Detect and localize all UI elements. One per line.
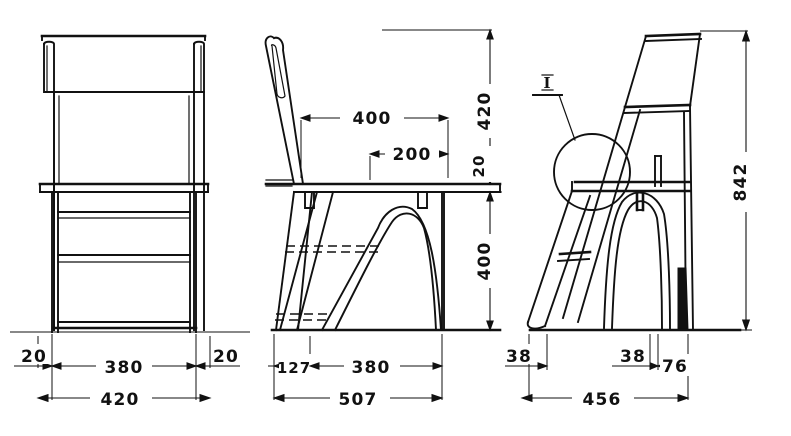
- front-left-post-slot: [43, 43, 55, 93]
- side-dim-20t-bg: [474, 146, 494, 182]
- folded-dim-842-bg: [733, 152, 759, 212]
- side-dim-400-bg: [340, 104, 404, 129]
- side-dim-400-depth-label: 400: [352, 109, 391, 129]
- side-rear-leg-left: [274, 190, 296, 332]
- side-arrow-400-left: [299, 114, 311, 122]
- detail-leader-line: [532, 94, 576, 141]
- folded-arrow-842-bottom: [741, 319, 751, 332]
- side-backrest-back-edge: [272, 36, 305, 186]
- side-arrow-200-left: [368, 150, 380, 158]
- folded-view-dimensions: 38 38 76 456: [505, 29, 759, 410]
- folded-back-left-edge: [623, 34, 648, 109]
- folded-dim-76-label: 76: [662, 357, 688, 377]
- folded-diag-leg-outer: [526, 189, 574, 324]
- front-view: [10, 34, 250, 333]
- side-front-leg-arch-inner: [333, 212, 437, 332]
- side-arrow-380b-right: [432, 362, 444, 370]
- folded-arrow-842-top: [741, 29, 751, 42]
- folded-back-bottom-rail2: [623, 110, 691, 114]
- folded-arrow-456-right: [677, 393, 690, 403]
- folded-foot-glide: [677, 267, 689, 331]
- side-dim-200-bg: [385, 141, 439, 165]
- side-dim-420v-bg: [478, 84, 502, 138]
- side-arrow-420v-top: [486, 28, 494, 40]
- folded-front-leg-arch-outer: [603, 191, 671, 329]
- folded-dim-38b-bg: [618, 344, 648, 364]
- folded-dim-38-mid-label: 38: [620, 347, 646, 367]
- folded-dim-76-bg: [660, 354, 690, 376]
- side-arrow-507-right: [431, 393, 444, 403]
- front-view-dimensions: 380 20 20 420: [14, 334, 241, 410]
- side-bracket-right: [417, 191, 428, 209]
- side-dim-20-thickness-label: 20: [470, 155, 488, 178]
- folded-left-foot: [526, 320, 547, 330]
- side-front-leg-arch: [320, 205, 443, 332]
- side-view-v-dimensions: 420 20 400: [382, 28, 502, 332]
- folded-front-leg-arch-inner: [611, 200, 663, 329]
- folded-back-top-edge: [644, 32, 702, 38]
- front-dim-20-right-label: 20: [213, 347, 239, 367]
- folded-view: I: [526, 32, 742, 332]
- front-dim-420-label: 420: [100, 390, 139, 410]
- folded-frame-left-inner: [576, 108, 642, 324]
- side-rear-leg-right: [296, 190, 314, 332]
- side-dim-420-height-label: 420: [475, 91, 495, 130]
- folded-mid-rail-bottom: [556, 257, 591, 263]
- side-arrow-400-right: [438, 114, 450, 122]
- side-arrow-200-right: [438, 150, 450, 158]
- front-arrow-420-left: [36, 393, 49, 403]
- side-backrest-front-edge: [264, 35, 296, 186]
- folded-arrow-38a: [537, 362, 549, 370]
- detail-bubble-circle: [553, 133, 631, 211]
- side-arrow-400v-bottom: [486, 320, 494, 332]
- side-backrest-inner-slot: [270, 44, 286, 99]
- side-brace-outer: [278, 190, 319, 332]
- detail-callout-label: I: [543, 74, 550, 92]
- folded-back-bottom-rail: [623, 103, 692, 109]
- folded-dim-38a-bg: [505, 344, 535, 364]
- side-dim-127-label: 127: [277, 359, 311, 377]
- folded-dim-842-label: 842: [731, 162, 751, 201]
- side-arrow-400v-top: [486, 190, 494, 202]
- folded-dim-456-bg: [572, 386, 634, 410]
- folded-dim-456-label: 456: [582, 390, 621, 410]
- side-dim-507-bg: [330, 386, 390, 410]
- folded-mid-rail-top: [558, 250, 592, 256]
- front-arrow-20-right: [194, 362, 206, 370]
- front-dim-380-label: 380: [104, 358, 143, 378]
- side-arrow-380b-left: [308, 362, 320, 370]
- folded-back-top-edge2: [645, 38, 702, 42]
- front-right-post-slot: [193, 43, 205, 93]
- front-arrow-380-right: [186, 362, 198, 370]
- side-dim-400-height-label: 400: [475, 241, 495, 280]
- front-dim-420-bg: [90, 386, 152, 410]
- front-dim-380-bg: [96, 354, 152, 378]
- side-dim-200-label: 200: [392, 145, 431, 165]
- side-dim-380-label: 380: [351, 358, 390, 378]
- front-arrow-380-left: [50, 362, 62, 370]
- front-dim-20-left-bg: [22, 344, 50, 364]
- side-dim-507-label: 507: [338, 390, 377, 410]
- front-arrow-20-left: [42, 362, 54, 370]
- side-dim-400v-bg: [478, 234, 502, 288]
- side-brace-inner: [295, 190, 335, 332]
- side-view: [264, 35, 502, 332]
- folded-arrow-456-left: [520, 393, 533, 403]
- front-arrow-420-right: [199, 393, 212, 403]
- folded-arrow-38b: [649, 362, 660, 370]
- folded-right-upright-outer: [689, 105, 694, 331]
- side-dim-380-bg: [344, 354, 400, 378]
- front-dim-20-right-bg: [213, 344, 241, 364]
- folded-back-right-edge: [688, 32, 702, 108]
- folded-dim-38-left-label: 38: [506, 347, 532, 367]
- front-dim-20-left-label: 20: [21, 347, 47, 367]
- side-view-h-dimensions: 400 200 127 380 5: [268, 104, 450, 410]
- side-arrow-507-left: [272, 393, 285, 403]
